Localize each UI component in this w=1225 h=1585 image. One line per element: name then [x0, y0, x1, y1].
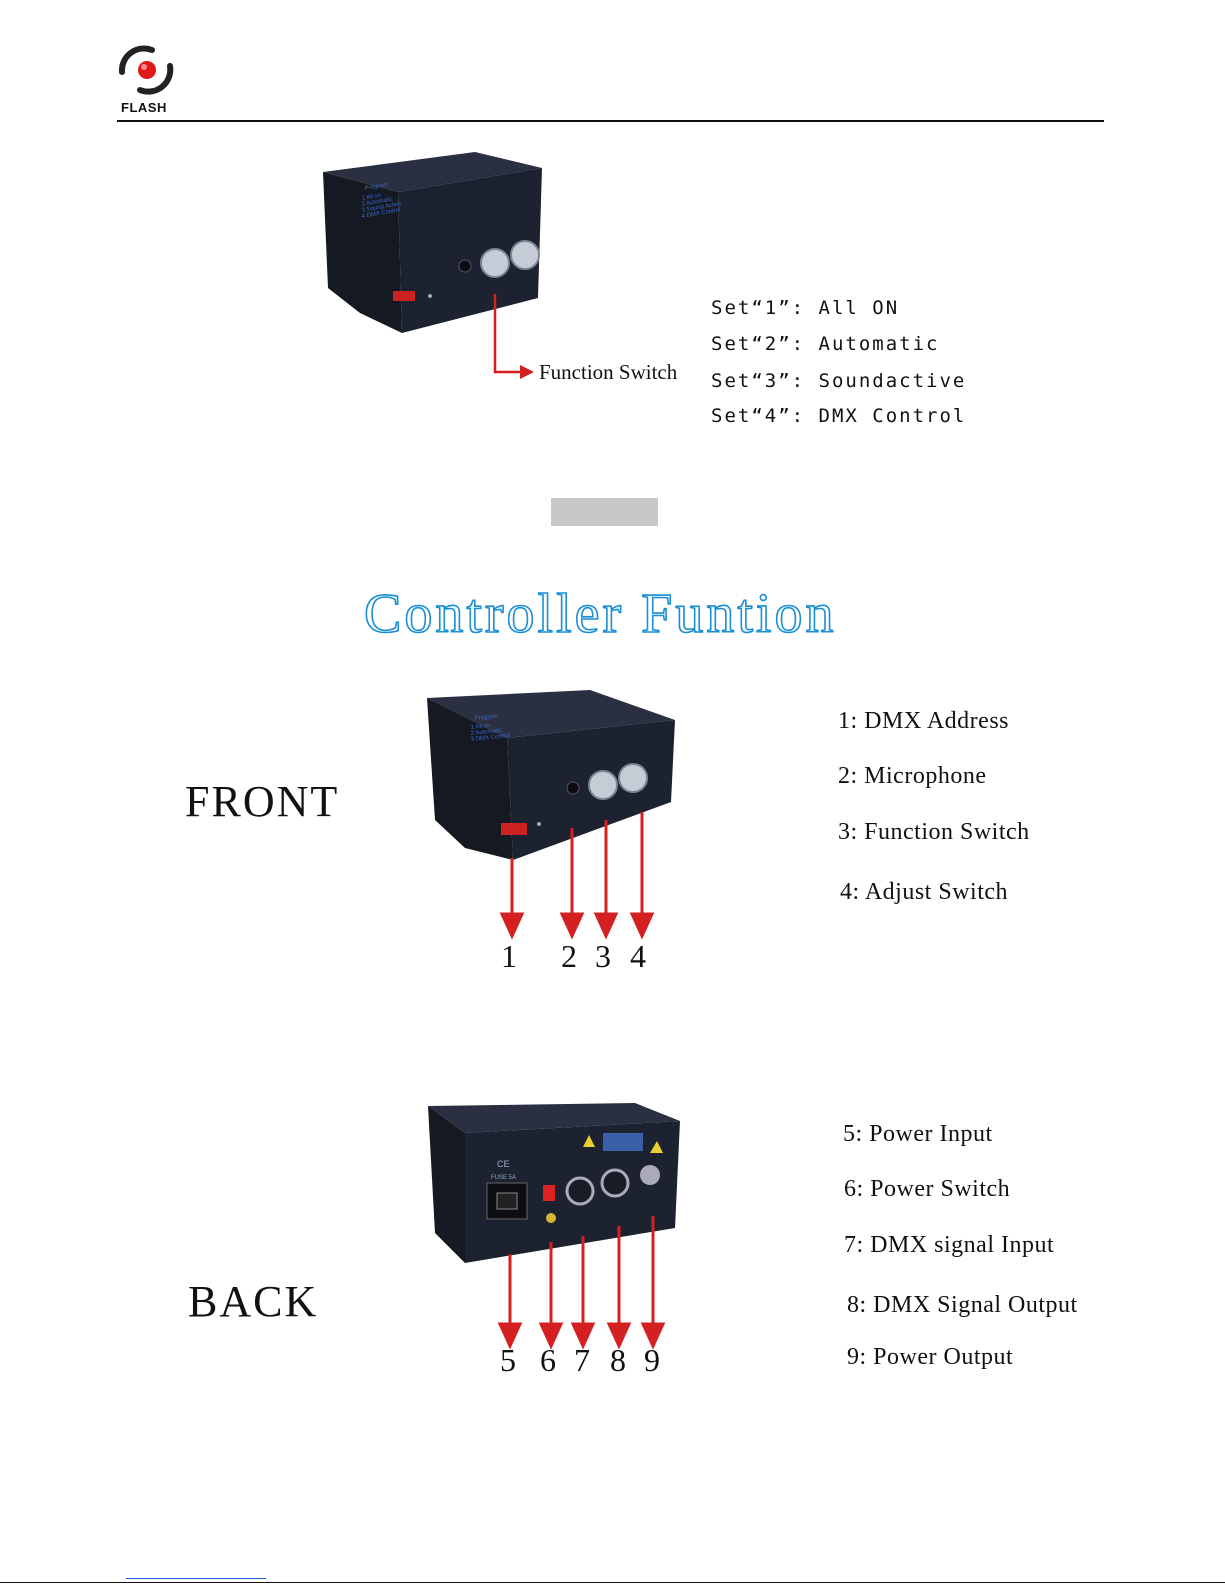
- section-title: Controller Funtion: [363, 582, 837, 646]
- back-number: 5: [500, 1342, 516, 1378]
- svg-text:FUSE 5A: FUSE 5A: [491, 1175, 516, 1181]
- svg-text:1 All on: 1 All on: [361, 193, 381, 202]
- gray-block: [551, 498, 658, 526]
- legend-item: 3: Function Switch: [838, 819, 1030, 845]
- front-number: 4: [630, 938, 646, 974]
- svg-text:2 Automatic: 2 Automatic: [361, 197, 393, 208]
- footer-rule: [0, 1582, 1225, 1583]
- back-heading: BACK: [188, 1277, 319, 1326]
- controller-front-photo-1: Program 1 All on 2 Automatic 3 Sound Act…: [323, 152, 542, 333]
- function-switch-arrow: [493, 294, 534, 379]
- header-logo: FLASH: [112, 42, 182, 117]
- legend-item: 7: DMX signal Input: [844, 1232, 1055, 1258]
- svg-text:2 Automatic: 2 Automatic: [471, 728, 503, 737]
- legend-item: 2: Microphone: [838, 763, 987, 789]
- flash-logo-icon: [118, 45, 174, 95]
- header-rule: [117, 120, 1104, 122]
- back-number: 7: [574, 1342, 590, 1378]
- front-number: 3: [595, 938, 611, 974]
- function-switch-label: Function Switch: [539, 360, 678, 384]
- legend-item: 5: Power Input: [843, 1121, 993, 1147]
- legend-item: 9: Power Output: [847, 1344, 1014, 1370]
- svg-text:Program: Program: [475, 714, 499, 722]
- legend-item: 4: Adjust Switch: [840, 879, 1009, 905]
- front-number: 2: [561, 938, 577, 974]
- logo-text: FLASH: [121, 100, 167, 115]
- back-number: 6: [540, 1342, 556, 1378]
- setting-item: Set“1”: All ON: [711, 297, 900, 319]
- legend-item: 6: Power Switch: [844, 1176, 1011, 1202]
- setting-item: Set“2”: Automatic: [711, 333, 940, 355]
- footer-link-underline: [126, 1578, 266, 1579]
- controller-back-photo: CE FUSE 5A: [428, 1103, 680, 1263]
- back-number: 9: [644, 1342, 660, 1378]
- svg-text:CE: CE: [497, 1159, 510, 1169]
- svg-text:1 All on: 1 All on: [471, 723, 491, 731]
- setting-item: Set“3”: Soundactive: [711, 370, 967, 392]
- legend-item: 8: DMX Signal Output: [847, 1292, 1078, 1318]
- setting-item: Set“4”: DMX Control: [711, 405, 967, 427]
- controller-front-photo-2: Program 1 All on 2 Automatic 3 DMX Contr…: [427, 690, 675, 860]
- back-arrows: [497, 1216, 666, 1350]
- front-number: 1: [501, 938, 517, 974]
- function-switch-settings: Set“1”: All ON Set“2”: Automatic Set“3”:…: [711, 297, 966, 427]
- svg-text:Program: Program: [364, 182, 388, 192]
- back-number: 8: [610, 1342, 626, 1378]
- svg-text:3 DMX Control: 3 DMX Control: [471, 733, 511, 743]
- front-arrows: [499, 812, 655, 940]
- legend-item: 1: DMX Address: [838, 708, 1010, 734]
- front-heading: FRONT: [185, 777, 340, 826]
